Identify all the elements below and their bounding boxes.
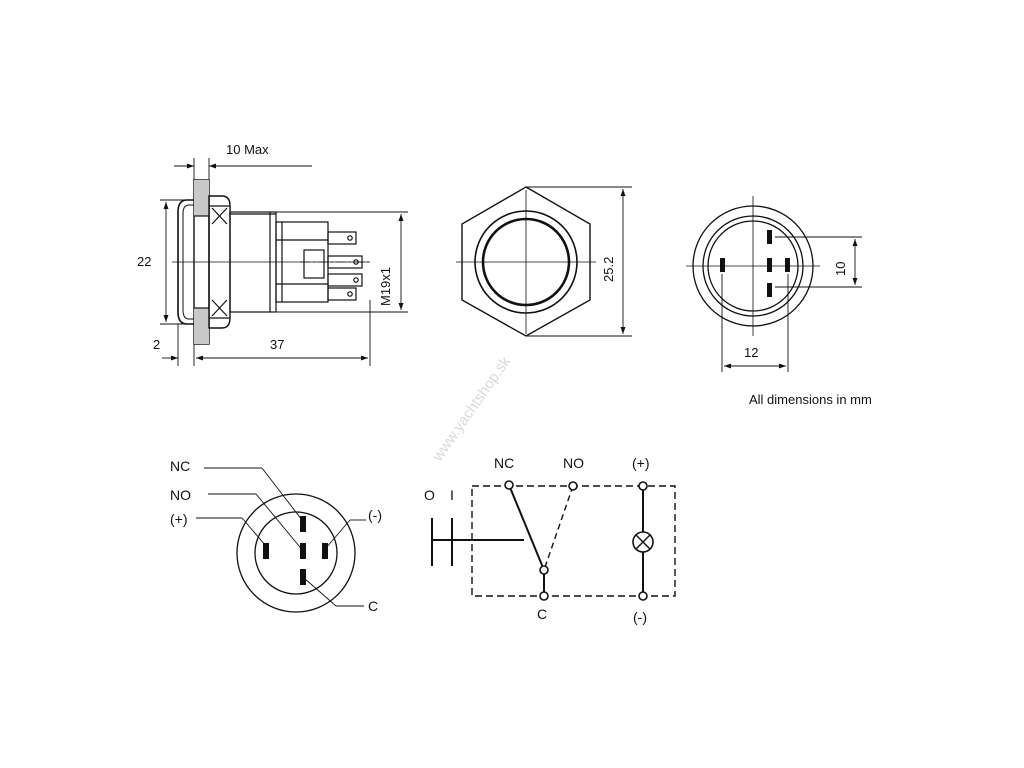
front-view	[456, 186, 596, 337]
schematic-label-c: C	[537, 606, 547, 622]
side-view-dimensions	[160, 158, 408, 366]
rear-pins	[720, 230, 790, 297]
pin-outer-ring	[236, 493, 356, 613]
schematic-label-plus: (+)	[632, 455, 650, 471]
dim-25-2: 25.2	[601, 257, 616, 282]
node-no	[568, 481, 578, 491]
node-nc	[504, 480, 514, 490]
schematic-label-nc: NC	[494, 455, 514, 471]
lamp-symbol	[632, 531, 654, 553]
side-view	[172, 179, 370, 345]
dim-10-max: 10 Max	[226, 142, 269, 157]
terminals	[327, 231, 363, 301]
rear-view	[686, 196, 820, 336]
pin-label-no: NO	[170, 487, 191, 503]
dim-37: 37	[270, 337, 284, 352]
pin-diagram	[196, 467, 366, 613]
watermark: www.yachtshop.sk	[429, 353, 515, 465]
schematic-label-i: I	[450, 487, 454, 503]
dim-22: 22	[137, 254, 151, 269]
pin-diagram-pins	[263, 516, 328, 585]
dim-10: 10	[833, 262, 848, 276]
pin-label-c: C	[368, 598, 378, 614]
schematic-label-no: NO	[563, 455, 584, 471]
dim-thread: M19x1	[378, 267, 393, 306]
pin-label-plus: (+)	[170, 511, 188, 527]
node-c	[539, 591, 549, 601]
schematic-label-minus: (-)	[633, 609, 647, 625]
node-plus	[638, 481, 648, 491]
units-note: All dimensions in mm	[749, 392, 872, 407]
pin-label-nc: NC	[170, 458, 190, 474]
node-minus	[638, 591, 648, 601]
pin-label-minus: (-)	[368, 507, 382, 523]
schematic-label-o: O	[424, 487, 435, 503]
schematic	[431, 484, 676, 597]
dim-2: 2	[153, 337, 160, 352]
dim-12: 12	[744, 345, 758, 360]
node-common	[539, 565, 549, 575]
front-view-dimensions	[526, 186, 632, 337]
schematic-nodes	[504, 480, 648, 601]
rear-view-dimensions	[721, 236, 862, 372]
